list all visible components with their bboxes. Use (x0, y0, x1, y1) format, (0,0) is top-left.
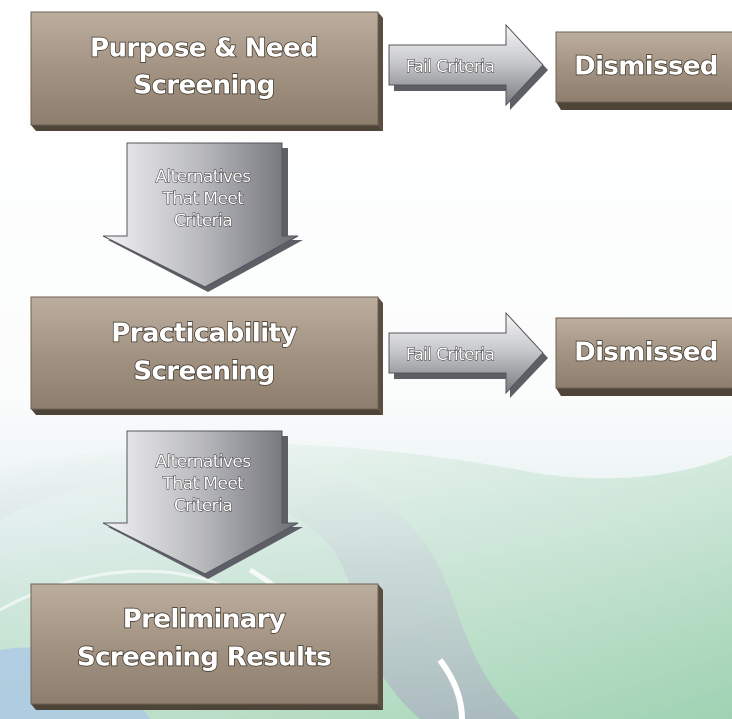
box-face (30, 296, 379, 410)
arrow-body (102, 430, 299, 575)
box-bottom (31, 704, 383, 710)
arrow-label-line2: That Meet (162, 189, 244, 209)
arrow-label-line2: That Meet (162, 474, 244, 494)
pass-arrow-1: Alternatives That Meet Criteria (102, 142, 303, 292)
dismissed-label: Dismissed (574, 52, 718, 82)
arrow-label-line1: Alternatives (156, 167, 252, 187)
arrow-body (388, 23, 544, 107)
box-bottom (556, 102, 732, 110)
arrow-label: Fail Criteria (406, 345, 495, 365)
stage-box-purpose-need: Purpose & Need Screening (30, 11, 383, 131)
box-bottom (31, 125, 383, 131)
box-title-line1: Practicability (111, 319, 297, 349)
box-title-line1: Preliminary (123, 605, 286, 635)
arrow-label-line3: Criteria (174, 211, 232, 231)
box-bottom (31, 409, 383, 415)
box-title-line2: Screening Results (77, 643, 331, 673)
arrow-body (388, 311, 544, 395)
dismissed-box-2: Dismissed (555, 317, 732, 396)
box-face (30, 11, 379, 126)
box-face (555, 317, 732, 389)
background-road (0, 452, 520, 719)
fail-criteria-arrow-1: Fail Criteria (388, 23, 548, 110)
box-bottom (556, 388, 732, 396)
arrow-label-line1: Alternatives (156, 452, 252, 472)
dismissed-box-1: Dismissed (555, 31, 732, 110)
box-title-line2: Screening (133, 71, 274, 101)
box-face (30, 583, 379, 705)
box-title-line1: Purpose & Need (90, 34, 318, 64)
box-title-line2: Screening (133, 357, 274, 387)
box-side (378, 12, 383, 131)
pass-arrow-2: Alternatives That Meet Criteria (102, 430, 303, 579)
stage-box-practicability: Practicability Screening (30, 296, 383, 415)
dismissed-label: Dismissed (574, 338, 718, 368)
box-side (378, 584, 383, 710)
result-box-preliminary: Preliminary Screening Results (30, 583, 383, 710)
fail-criteria-arrow-2: Fail Criteria (388, 311, 548, 398)
road-stripe (437, 658, 465, 719)
box-face (555, 31, 732, 103)
arrow-label-line3: Criteria (174, 496, 232, 516)
box-side (378, 297, 383, 415)
arrow-body (102, 142, 299, 288)
arrow-label: Fail Criteria (406, 57, 495, 77)
